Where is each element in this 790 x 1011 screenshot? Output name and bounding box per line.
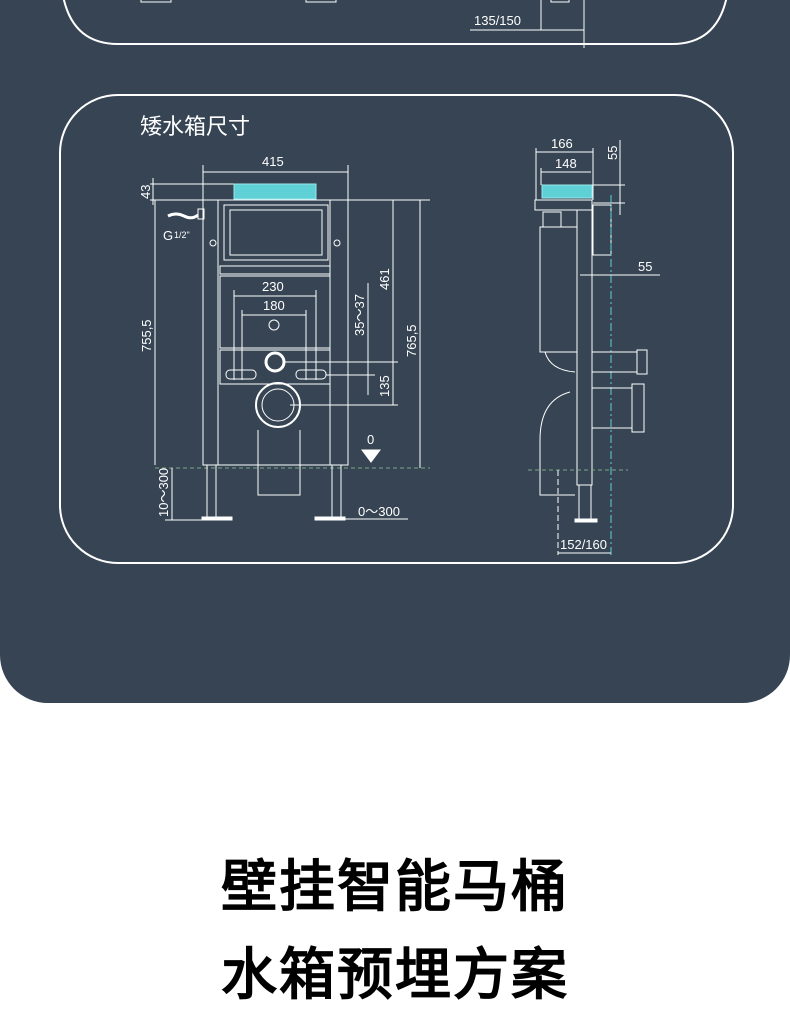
headline-line-1: 壁挂智能马桶 — [221, 855, 569, 920]
dim-148: 148 — [555, 156, 577, 171]
dim-35-37: 35～37 — [352, 294, 367, 336]
dim-461: 461 — [377, 268, 392, 290]
dim-152-160: 152/160 — [560, 537, 607, 552]
flush-pipe-outlet — [264, 351, 286, 373]
dark-background-panel — [0, 0, 790, 703]
dim-166: 166 — [551, 136, 573, 151]
dim-180: 180 — [263, 298, 285, 313]
top-panel: 135/150 — [62, 0, 728, 48]
dim-55-offset: 55 — [638, 259, 652, 274]
dim-765-5: 765,5 — [404, 324, 419, 357]
dim-0-300: 0～300 — [358, 504, 400, 519]
dim-415: 415 — [262, 154, 284, 169]
dim-135: 135 — [377, 375, 392, 397]
installation-diagram: 135/150 矮水箱尺寸 415 43 230 180 G 1/2" — [59, 0, 734, 564]
dim-755-5: 755,5 — [139, 319, 154, 352]
brand-logo-icon — [268, 319, 280, 331]
dim-43: 43 — [138, 185, 153, 199]
dim-135-150: 135/150 — [474, 13, 521, 28]
water-inlet-arrow-icon — [167, 212, 199, 220]
low-tank-panel-border — [59, 94, 734, 564]
panel-title: 矮水箱尺寸 — [140, 115, 250, 140]
headline-line-2: 水箱预埋方案 — [221, 943, 569, 1008]
flush-actuator-top — [233, 183, 317, 200]
floor-level-marker-icon — [361, 449, 381, 463]
floor-zero-label: 0 — [367, 432, 374, 447]
side-view: 166 148 55 55 152/160 — [528, 136, 660, 558]
inlet-label: G — [163, 228, 173, 243]
inlet-fraction: 1/2" — [174, 230, 190, 240]
dim-55-top: 55 — [605, 146, 620, 160]
front-view: 415 43 230 180 G 1/2" 755,5 461 7 — [138, 154, 430, 521]
dim-10-300: 10～300 — [156, 468, 171, 517]
dim-230: 230 — [262, 279, 284, 294]
